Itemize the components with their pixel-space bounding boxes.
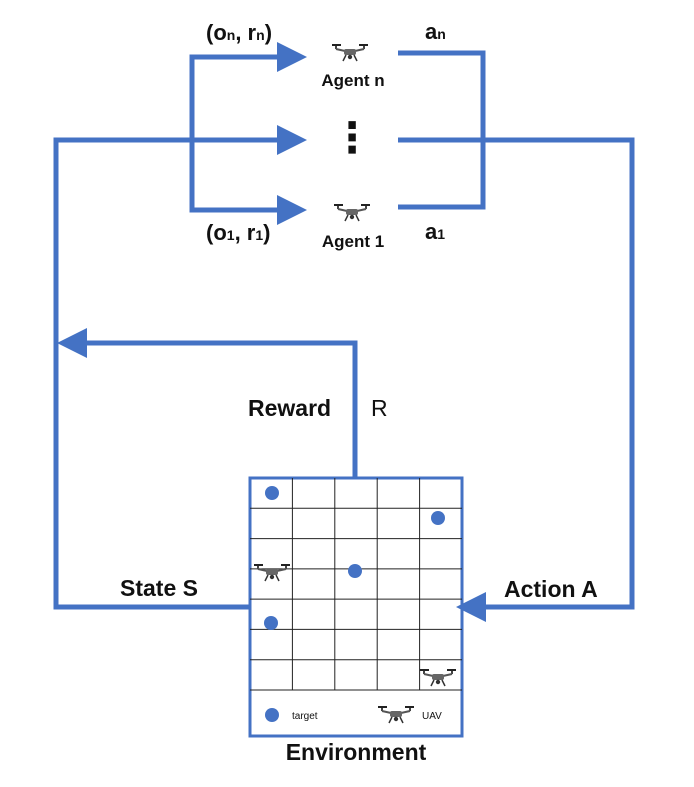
reward-label: Reward	[248, 395, 331, 421]
state-label: State S	[120, 575, 198, 601]
legend-uav-label: UAV	[422, 711, 442, 722]
environment-grid	[250, 478, 462, 691]
target-dot-icon	[348, 564, 362, 578]
reward-symbol: R	[371, 395, 388, 421]
reward-line	[56, 328, 358, 478]
agents-ellipsis: ⋮	[331, 114, 373, 161]
environment-label: Environment	[286, 739, 427, 765]
drone-icon	[331, 43, 369, 62]
obs-line-agent-n	[189, 42, 308, 225]
drone-icon	[333, 203, 371, 222]
target-dot-icon	[265, 486, 279, 500]
obs-label-agent-n: (on, rn)	[206, 20, 272, 45]
legend-uav-icon	[377, 705, 415, 724]
state-line	[53, 125, 308, 610]
action-label-agent-1: a1	[425, 219, 445, 244]
legend-target-label: target	[292, 711, 318, 722]
environment-box: target UAV	[248, 476, 464, 738]
agent-n-label: Agent n	[321, 71, 384, 90]
action-bracket	[398, 50, 635, 622]
obs-label-agent-1: (o1, r1)	[206, 220, 270, 245]
action-label: Action A	[504, 576, 598, 602]
uav-drone-icon	[253, 563, 291, 582]
target-dot-icon	[431, 511, 445, 525]
action-label-agent-n: an	[425, 19, 446, 44]
agent-1-label: Agent 1	[322, 232, 384, 251]
agent-1: Agent 1	[322, 203, 384, 251]
target-dot-icon	[264, 616, 278, 630]
agent-n: Agent n	[321, 43, 385, 90]
uav-drone-icon	[419, 668, 457, 687]
legend-target-icon	[265, 708, 279, 722]
